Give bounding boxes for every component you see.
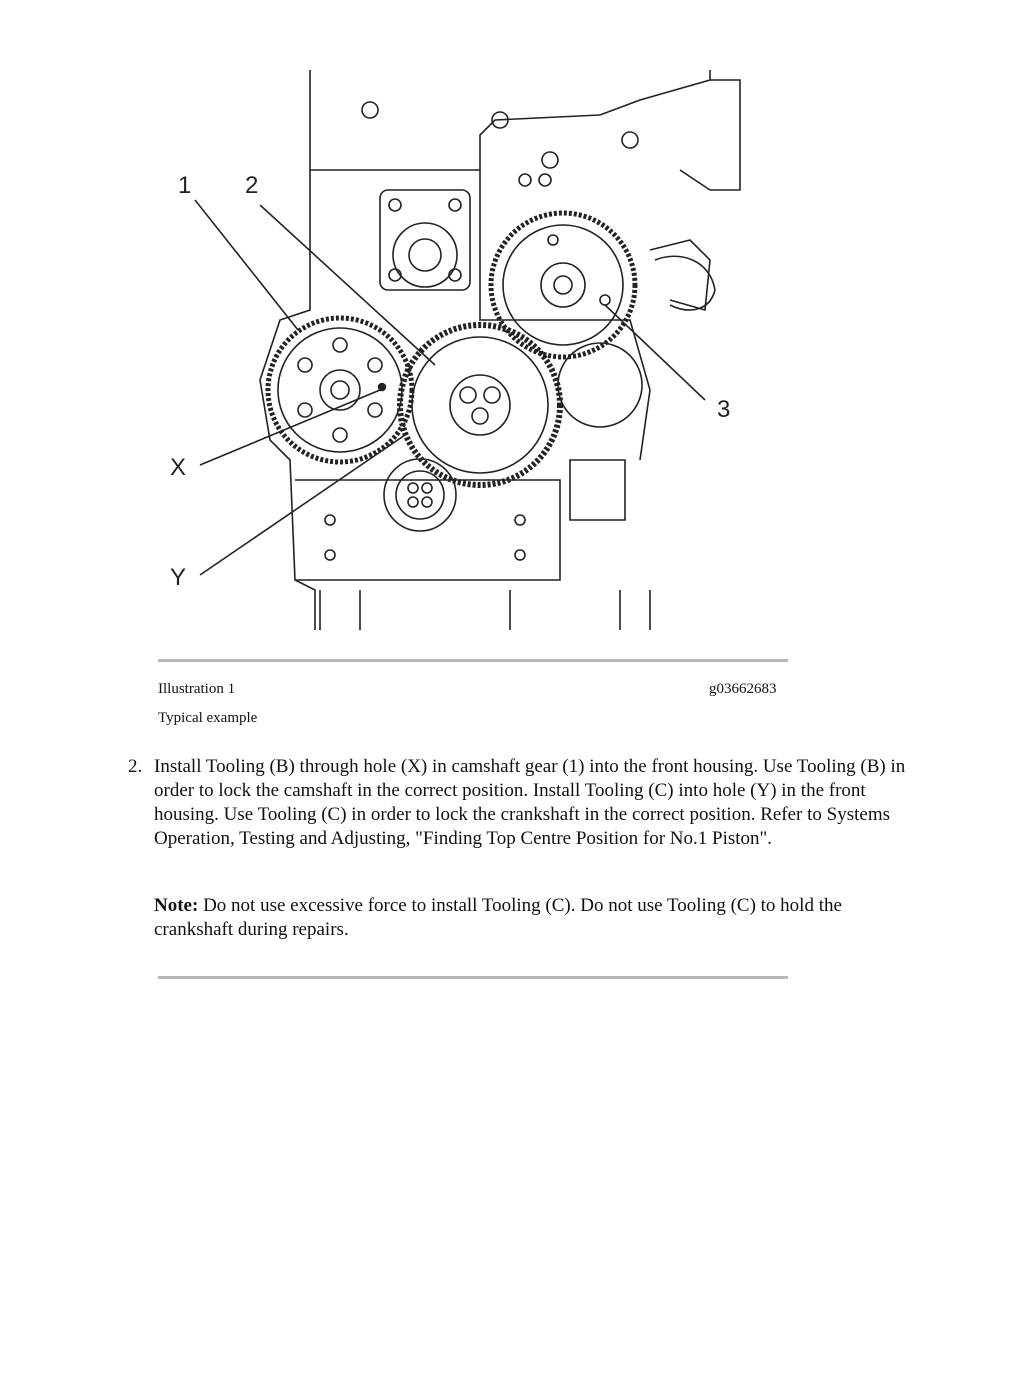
section-divider-bottom [158, 976, 788, 979]
callout-2: 2 [245, 172, 258, 199]
procedure-step: 2. Install Tooling (B) through hole (X) … [128, 755, 918, 851]
illustration-label: Illustration 1 [158, 681, 236, 697]
callout-1: 1 [178, 172, 191, 199]
engine-gear-train-illustration: 1 2 3 X Y [170, 70, 741, 630]
caption-divider-top [158, 659, 788, 662]
note-text: Do not use excessive force to install To… [154, 895, 842, 940]
callout-3: 3 [717, 396, 730, 423]
illustration-subtitle: Typical example [158, 710, 258, 726]
illustration-id: g03662683 [709, 681, 777, 697]
step-text: Install Tooling (B) through hole (X) in … [154, 756, 906, 849]
note-paragraph: Note: Do not use excessive force to inst… [154, 894, 914, 942]
callout-y: Y [170, 564, 186, 591]
callout-x: X [170, 454, 186, 481]
step-number: 2. [128, 756, 143, 777]
note-label: Note: [154, 895, 199, 916]
